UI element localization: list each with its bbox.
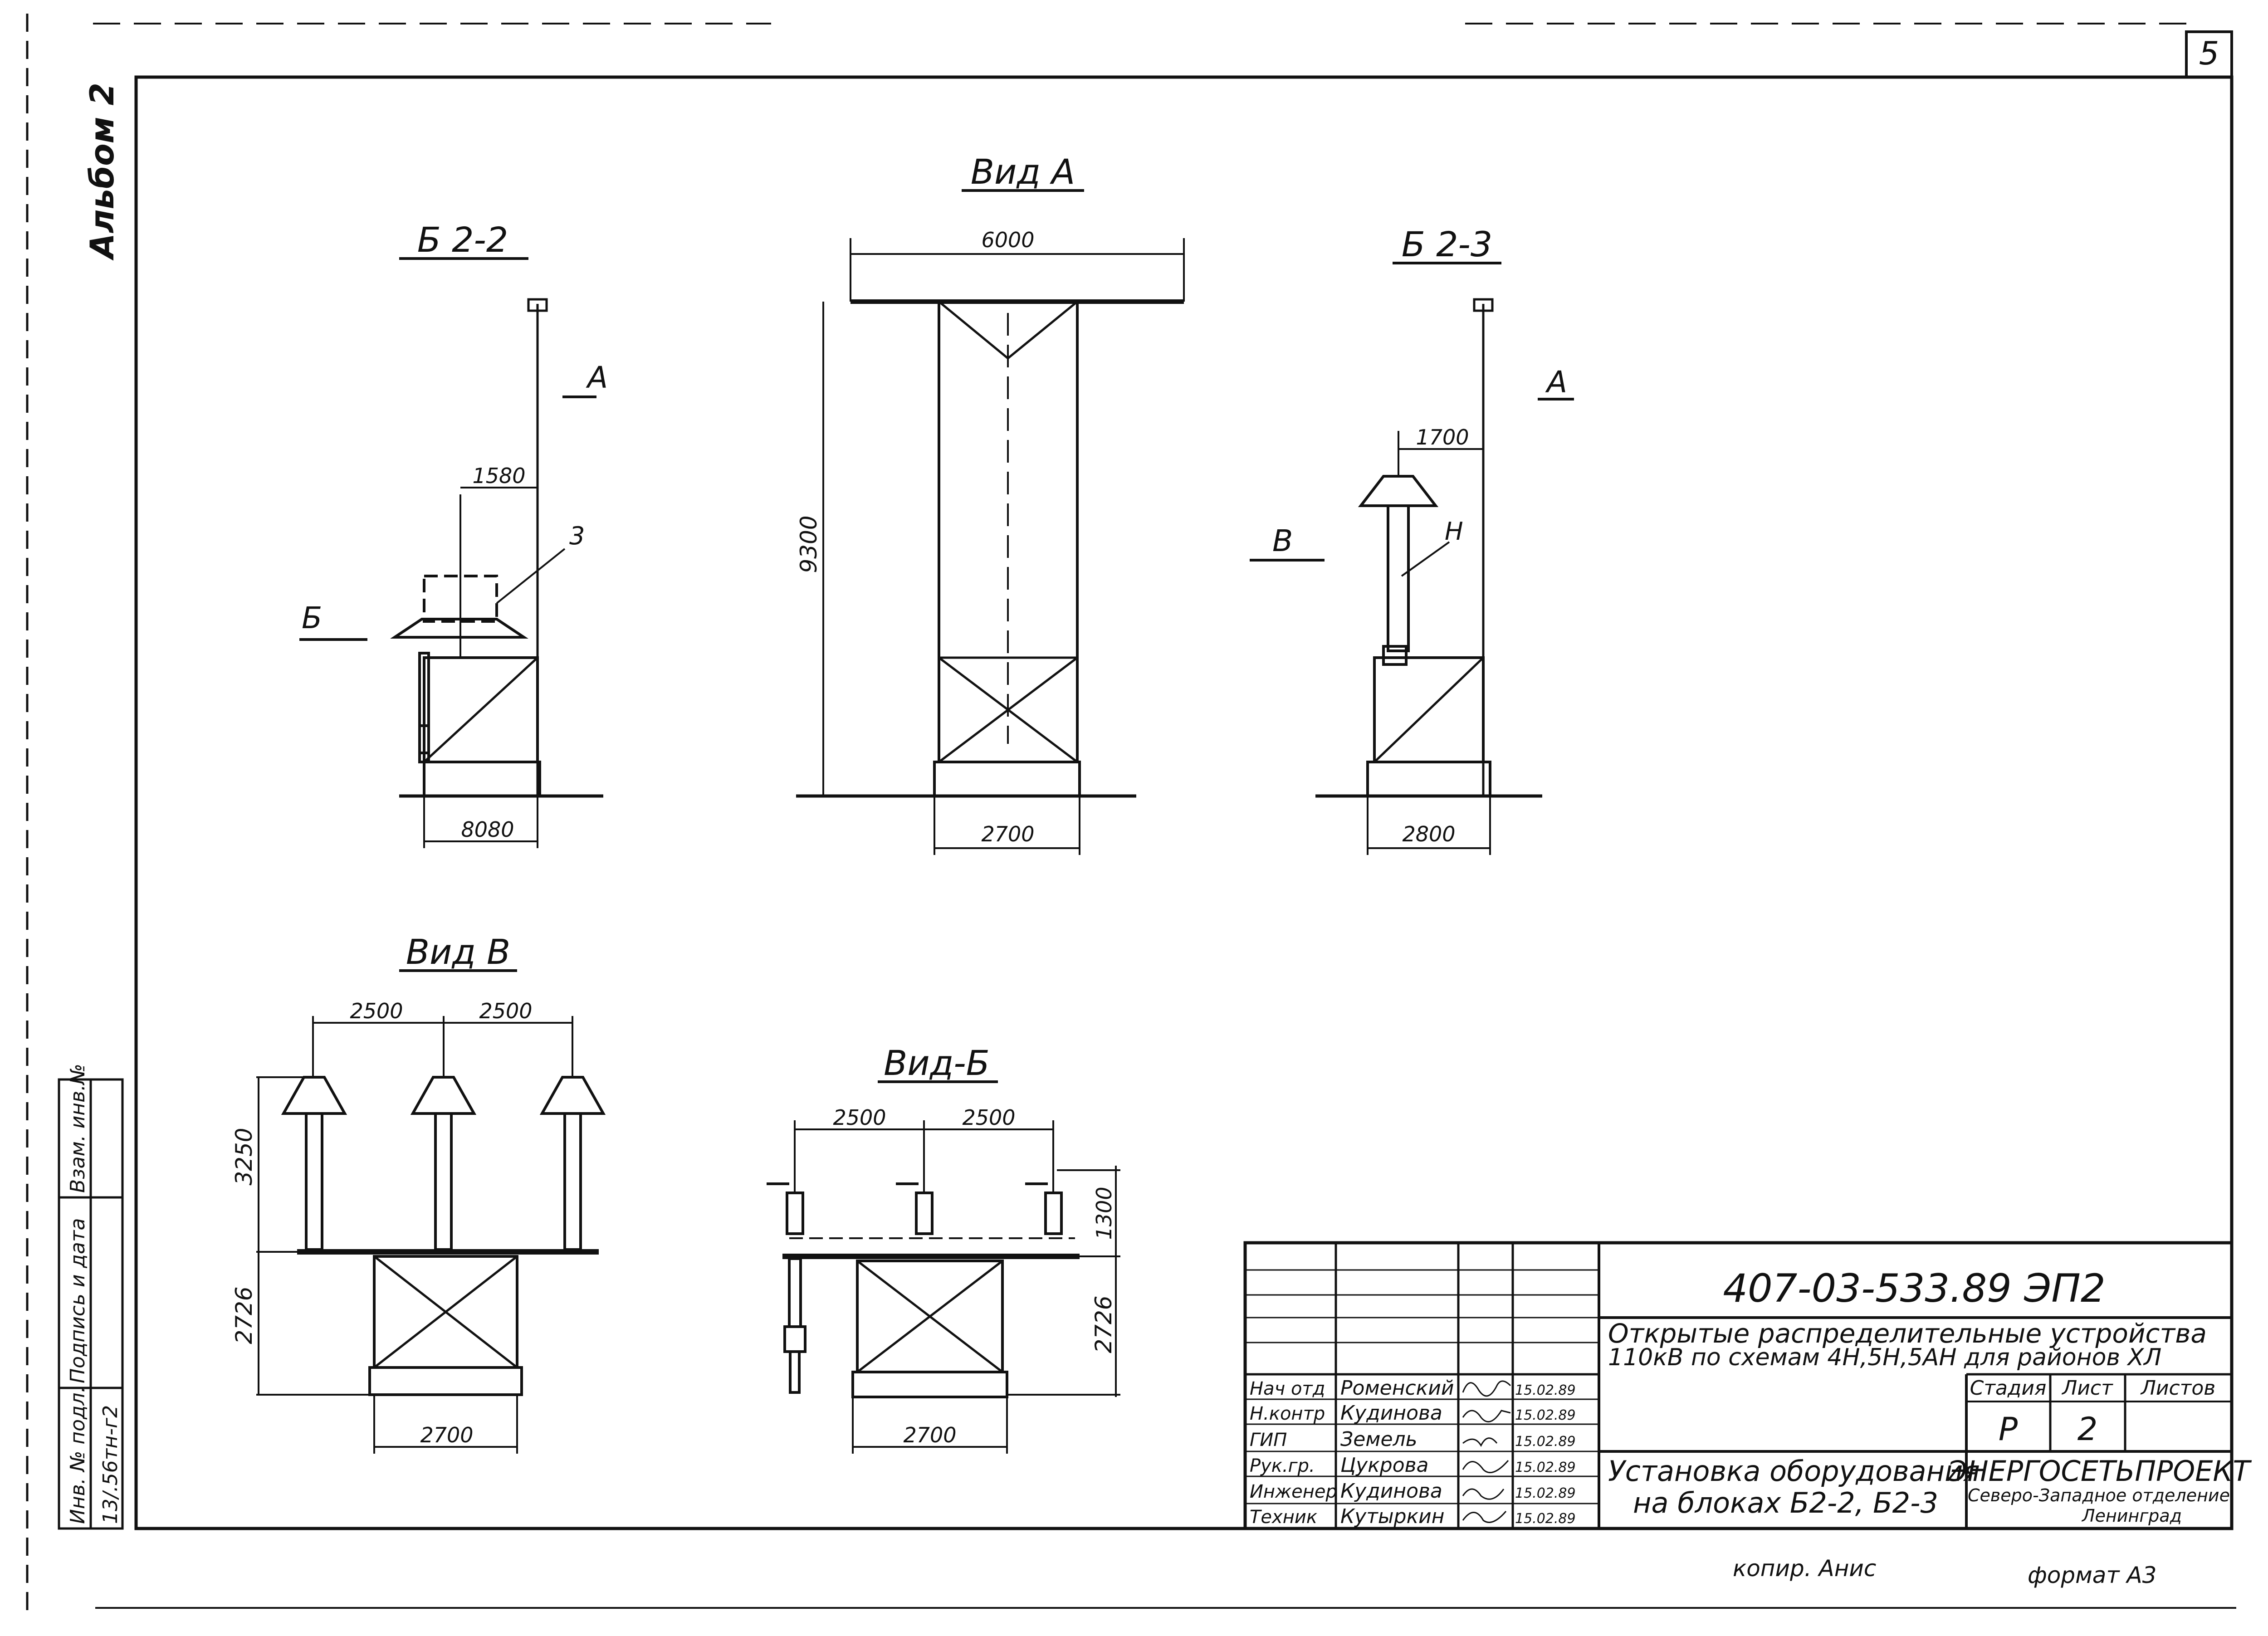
signature-date: 15.02.89 bbox=[1515, 1485, 1576, 1501]
stage-label: Стадия bbox=[1970, 1377, 2047, 1400]
vid-b-dim-top-2: 2500 bbox=[962, 1105, 1015, 1130]
view-b2-3 bbox=[1250, 298, 1574, 855]
b2-2-title: Б 2-2 bbox=[417, 220, 508, 260]
left-stamp-inv-value: 13/.56тн-г2 bbox=[99, 1405, 122, 1524]
b2-3-dim-bottom: 2800 bbox=[1402, 822, 1455, 846]
left-stamp-replace-label: Взам. инв.№ bbox=[66, 1064, 89, 1193]
signature-role: Инженер bbox=[1250, 1481, 1337, 1502]
b2-3-title: Б 2-3 bbox=[1402, 224, 1492, 264]
sheet-label: Лист bbox=[2061, 1377, 2113, 1400]
signature-name: Роменский bbox=[1340, 1377, 1454, 1400]
signature-name: Кутыркин bbox=[1340, 1505, 1445, 1528]
sheet-frame bbox=[26, 14, 2236, 1615]
sheet-title-line-1: Установка оборудования bbox=[1608, 1455, 1980, 1488]
signature-date: 15.02.89 bbox=[1515, 1382, 1576, 1398]
view-vid-b bbox=[767, 1120, 1120, 1454]
b2-2-arrow-b-label: Б bbox=[302, 601, 322, 635]
page-number: 5 bbox=[2199, 35, 2219, 72]
left-stamp-inv-label: Инв. № подл. bbox=[66, 1386, 89, 1524]
signature-name: Земель bbox=[1340, 1428, 1418, 1451]
signature-name: Цукрова bbox=[1340, 1454, 1429, 1477]
org-city: Ленинград bbox=[2081, 1506, 2182, 1526]
title-block-grid bbox=[1243, 1241, 2234, 1530]
left-stamp-signature-label: Подпись и дата bbox=[66, 1218, 89, 1383]
vid-a-dim-height: 9300 bbox=[796, 515, 822, 573]
view-b2-2 bbox=[299, 298, 603, 848]
org-name: ЭНЕРГОСЕТЬПРОЕКТ bbox=[1947, 1455, 2252, 1488]
project-title-line-1: Открытые распределительные устройства bbox=[1608, 1318, 2207, 1349]
signature-name: Кудинова bbox=[1340, 1402, 1442, 1425]
project-title-line-2: 110кВ по схемам 4Н,5Н,5АН для районов ХЛ bbox=[1608, 1344, 2161, 1371]
document-code: 407-03-533.89 ЭП2 bbox=[1723, 1266, 2105, 1311]
left-stamp bbox=[58, 1078, 124, 1530]
view-vid-a bbox=[796, 238, 1185, 855]
signature-date: 15.02.89 bbox=[1515, 1407, 1576, 1423]
sheets-label: Листов bbox=[2140, 1377, 2215, 1400]
b2-2-arrow-a-label: А bbox=[586, 360, 608, 395]
vid-v-dim-bottom: 2700 bbox=[420, 1423, 473, 1447]
b2-3-dim-top: 1700 bbox=[1416, 425, 1469, 449]
vid-v-dim-left-upper: 3250 bbox=[231, 1128, 257, 1185]
sheet-value: 2 bbox=[2077, 1411, 2098, 1448]
signature-date: 15.02.89 bbox=[1515, 1434, 1576, 1450]
copied-by: копир. Анис bbox=[1733, 1555, 1876, 1582]
signature-date: 15.02.89 bbox=[1515, 1460, 1576, 1475]
vid-v-dim-left-lower: 2726 bbox=[231, 1286, 257, 1344]
vid-b-dim-top-1: 2500 bbox=[833, 1105, 886, 1130]
handwritten-signatures bbox=[1462, 1380, 1511, 1523]
signature-role: ГИП bbox=[1250, 1430, 1287, 1450]
signature-date: 15.02.89 bbox=[1515, 1511, 1576, 1527]
signature-role: Техник bbox=[1250, 1507, 1317, 1528]
signature-role: Н.контр bbox=[1250, 1403, 1325, 1424]
b2-3-arrow-b-label: В bbox=[1272, 523, 1293, 558]
vid-a-dim-top: 6000 bbox=[981, 228, 1034, 252]
view-vid-v bbox=[256, 1016, 606, 1454]
vid-v-dim-top-2: 2500 bbox=[479, 999, 532, 1023]
org-division: Северо-Западное отделение bbox=[1968, 1485, 2230, 1505]
signature-name: Кудинова bbox=[1340, 1480, 1442, 1503]
signature-role: Рук.гр. bbox=[1250, 1455, 1315, 1476]
vid-b-title: Вид-Б bbox=[884, 1043, 990, 1083]
album-label: Альбом 2 bbox=[83, 83, 121, 261]
signature-table: Нач отд Роменский 15.02.89 Н.контр Кудин… bbox=[1250, 1377, 1576, 1528]
vid-v-dim-top-1: 2500 bbox=[350, 999, 403, 1023]
vid-v-title: Вид В bbox=[406, 932, 510, 972]
signature-role: Нач отд bbox=[1250, 1378, 1325, 1399]
vid-a-dim-bottom: 2700 bbox=[981, 822, 1034, 846]
b2-2-callout: 3 bbox=[569, 522, 585, 550]
b2-3-callout: Н bbox=[1445, 517, 1463, 546]
vid-b-dim-right-lower: 2726 bbox=[1090, 1295, 1117, 1353]
vid-a-title: Вид А bbox=[971, 151, 1075, 192]
b2-2-dim-top: 1580 bbox=[472, 464, 525, 488]
b2-2-dim-bottom: 8080 bbox=[461, 817, 514, 842]
sheet-format: формат А3 bbox=[2028, 1562, 2156, 1588]
sheet-title-line-2: на блоках Б2-2, Б2-3 bbox=[1633, 1486, 1938, 1519]
vid-b-dim-right-upper: 1300 bbox=[1092, 1187, 1116, 1240]
vid-b-dim-bottom: 2700 bbox=[903, 1423, 956, 1447]
stage-value: Р bbox=[1999, 1411, 2018, 1448]
b2-3-arrow-a-label: А bbox=[1545, 365, 1567, 400]
